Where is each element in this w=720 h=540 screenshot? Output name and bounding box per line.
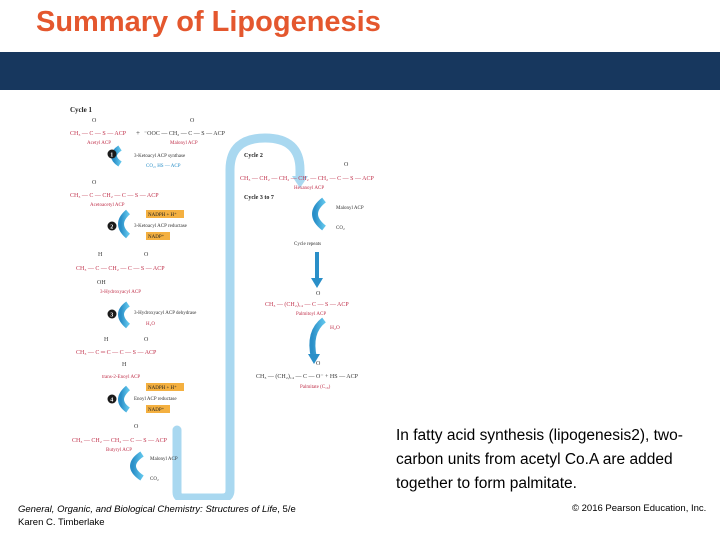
footer-book-title: General, Organic, and Biological Chemist… [18, 504, 278, 515]
cycle1-label: Cycle 1 [70, 106, 92, 114]
cycle-loop-arrow [172, 133, 305, 503]
step4-nadp-box [146, 405, 170, 413]
step4-arrow [118, 385, 131, 413]
step3-enzyme: 3-Hydroxyacyl ACP dehydrase [134, 311, 197, 316]
right-malonyl-arrow [312, 197, 326, 231]
footer-copyright: © 2016 Pearson Education, Inc. [572, 503, 707, 514]
cycle-repeats-label: Cycle repeats [294, 242, 321, 247]
palmitate-name: Palmitate (C₁₆) [300, 385, 331, 390]
butyryl-name: Butyryl ACP [106, 448, 132, 453]
butyryl-formula: CH₃ — CH₂ — CH₂ — C — S — ACP [72, 438, 168, 444]
hydrolysis-water: H₂O [330, 325, 340, 331]
step2-nadph-box [146, 210, 184, 218]
hexanoyl-name: Hexanoyl ACP [294, 186, 324, 191]
malonyl-acp-formula: ⁻OOC — CH₂ — C — S — ACP [144, 131, 226, 137]
caption-text: In fatty acid synthesis (lipogenesis2), … [396, 427, 683, 492]
palmitoyl-name: Palmitoyl ACP [296, 312, 326, 317]
hydroxyacyl-oh: OH [97, 280, 106, 286]
to-palmitoyl-arrowhead [311, 278, 323, 288]
header-band [0, 52, 720, 90]
acetyl-acp-formula: CH₃ — C — S — ACP [70, 131, 127, 137]
cycle2-label: Cycle 2 [244, 153, 263, 159]
step1-badge [107, 149, 117, 159]
acetoacetyl-formula: CH₃ — C — CH₂ — C — S — ACP [70, 193, 159, 199]
step4-enzyme: Enoyl ACP reductase [134, 397, 177, 402]
step4-number: 4 [110, 398, 113, 404]
acetyl-acp-carbonyl-o: O [92, 118, 97, 124]
palmitoyl-formula: CH₃ — (CH₂)₁₄ — C — S — ACP [265, 301, 349, 308]
bottom-co2-label: CO₂ [150, 477, 159, 482]
hydroxyacyl-o: O [144, 252, 149, 258]
step4-nadp: NADP⁺ [148, 407, 165, 413]
step3-arrow [118, 301, 131, 329]
step1-side: CO₂, HS — ACP [146, 164, 181, 169]
hydrolysis-arrowhead [308, 354, 320, 364]
step2-nadph: NADPH + H⁺ [148, 212, 177, 218]
enoyl-name: trans-2-Enoyl ACP [102, 375, 140, 380]
palmitoyl-o: O [316, 291, 321, 297]
step2-arrow [118, 209, 131, 239]
acetoacetyl-name: Acetoacetyl ACP [90, 203, 125, 208]
step2-nadp-box [146, 232, 170, 240]
step1-number: 1 [110, 153, 113, 159]
bottom-malonyl-label: Malonyl ACP [150, 457, 178, 462]
malonyl-acp-carbonyl-o: O [190, 118, 195, 124]
palmitate-o: O [316, 361, 321, 367]
bottom-malonyl-arrow [130, 451, 144, 481]
enoyl-formula: CH₃ — C ═ C — C — S — ACP [76, 350, 157, 356]
slide-title: Summary of Lipogenesis [36, 6, 381, 38]
step3-water: H₂O [146, 322, 155, 327]
right-malonyl-label: Malonyl ACP [336, 206, 364, 211]
enoyl-h-top: H [104, 337, 109, 343]
hexanoyl-formula: CH₃ — CH₂ — CH₂ — CH₂ — CH₂ — C — S — AC… [240, 176, 374, 182]
acetyl-acp-name: Acetyl ACP [87, 141, 111, 146]
hydroxyacyl-name: 3-Hydroxyacyl ACP [100, 290, 141, 295]
acetoacetyl-o: O [92, 180, 97, 186]
step4-badge [107, 394, 117, 404]
step4-nadph-box [146, 383, 184, 391]
step2-number: 2 [110, 225, 113, 231]
enoyl-o: O [144, 337, 149, 343]
cycle-loop-arrowhead [292, 176, 308, 188]
malonyl-acp-name: Malonyl ACP [170, 141, 198, 146]
enoyl-h-bottom: H [122, 362, 127, 368]
step3-badge [107, 309, 117, 319]
footer-edition: , 5/e [277, 504, 296, 515]
hydrolysis-arrow [309, 317, 326, 359]
step4-nadph: NADPH + H⁺ [148, 385, 177, 391]
step3-number: 3 [110, 313, 113, 319]
butyryl-o: O [134, 424, 139, 430]
hydroxyacyl-h: H [98, 252, 103, 258]
step2-badge [107, 221, 117, 231]
step2-enzyme: 3-Ketoacyl ACP reductase [134, 224, 188, 229]
palmitate-formula: CH₃ — (CH₂)₁₄ — C — O⁻ + HS — ACP [256, 373, 359, 380]
lipogenesis-diagram: Cycle 1 O CH₃ — C — S — ACP Acetyl ACP +… [62, 100, 392, 503]
step1-enzyme: 3-Ketoacyl ACP synthase [134, 154, 186, 159]
footer-citation: General, Organic, and Biological Chemist… [18, 503, 296, 529]
hydroxyacyl-formula: CH₃ — C — CH₂ — C — S — ACP [76, 266, 165, 272]
right-co2-label: CO₂ [336, 226, 345, 231]
step2-nadp: NADP⁺ [148, 234, 165, 240]
hexanoyl-o: O [344, 162, 349, 168]
footer-author: Karen C. Timberlake [18, 517, 105, 528]
plus-sign: + [136, 129, 140, 137]
cycle3to7-label: Cycle 3 to 7 [244, 195, 274, 201]
